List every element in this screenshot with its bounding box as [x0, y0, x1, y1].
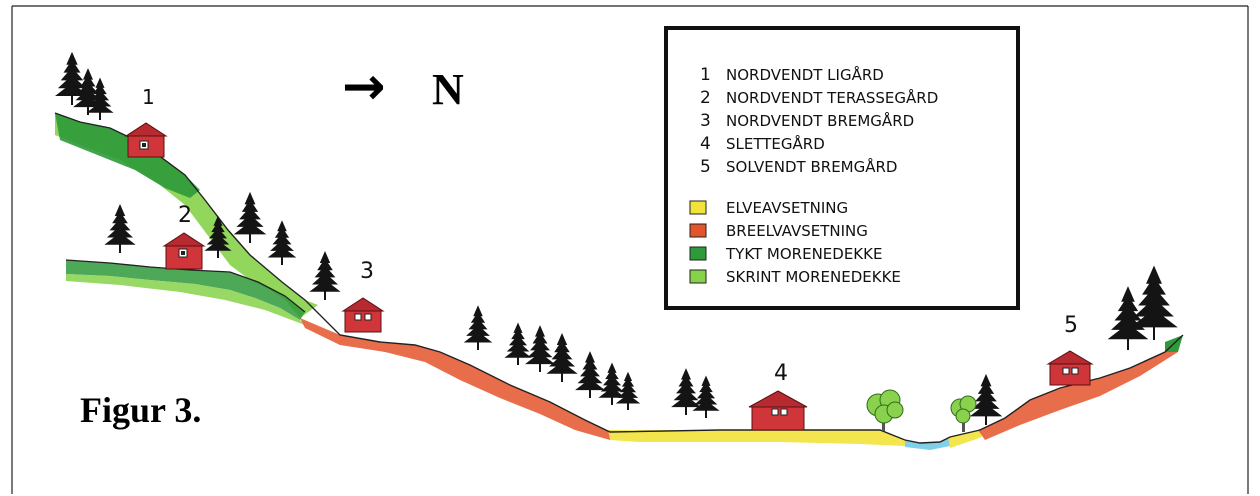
legend-farm-label-2: NORDVENDT TERASSEGÅRD: [726, 88, 938, 107]
house-1-icon: [126, 123, 166, 157]
conifer-tree-icon: [464, 305, 493, 350]
conifer-tree-icon: [692, 375, 719, 418]
legend-deposit-label-2: BREELVAVSETNING: [726, 222, 868, 240]
legend-farm-num-5: 5: [700, 157, 711, 177]
legend-farm-label-3: NORDVENDT BREMGÅRD: [726, 111, 914, 130]
river: [905, 437, 950, 450]
conifer-tree-icon: [598, 362, 625, 405]
conifer-tree-icon: [234, 192, 267, 243]
conifer-tree-icon: [575, 351, 605, 398]
deciduous-bush-2: [951, 396, 976, 432]
legend-swatch-thick-moraine: [690, 247, 706, 260]
site-number-5: 5: [1064, 313, 1078, 338]
river-deposit-floor: [608, 430, 905, 446]
legend-swatch-river-deposit: [690, 201, 706, 214]
legend-farm-label-1: NORDVENDT LIGÅRD: [726, 65, 884, 84]
river-deposit-right: [948, 430, 982, 448]
house-5-icon: [1048, 351, 1092, 385]
north-label: N: [432, 65, 464, 114]
north-arrow-icon: →: [342, 57, 386, 117]
site-number-4: 4: [774, 361, 788, 386]
conifer-tree-icon: [268, 220, 297, 265]
legend-farm-num-2: 2: [700, 88, 711, 108]
legend-deposit-label-3: TYKT MORENEDEKKE: [725, 245, 882, 263]
legend-farm-num-1: 1: [700, 65, 711, 85]
site-number-3: 3: [360, 259, 374, 284]
conifer-tree-icon: [525, 325, 555, 372]
conifer-tree-icon: [546, 333, 577, 382]
legend: 1 NORDVENDT LIGÅRD 2 NORDVENDT TERASSEGÅ…: [666, 28, 1018, 308]
legend-farm-label-4: SLETTEGÅRD: [726, 134, 825, 153]
legend-farm-num-3: 3: [700, 111, 711, 131]
figure-caption: Figur 3.: [80, 390, 201, 430]
house-4-icon: [749, 391, 807, 430]
house-3-icon: [343, 298, 383, 332]
legend-deposit-label-4: SKRINT MORENEDEKKE: [726, 268, 901, 286]
glaciofluvial-right: [978, 340, 1178, 440]
legend-deposit-label-1: ELVEAVSETNING: [726, 199, 848, 217]
conifer-tree-icon: [504, 322, 531, 365]
legend-swatch-glaciofluvial: [690, 224, 706, 237]
legend-swatch-thin-moraine: [690, 270, 706, 283]
deciduous-bush-1: [867, 390, 903, 431]
legend-farm-label-5: SOLVENDT BREMGÅRD: [726, 157, 897, 176]
site-number-2: 2: [178, 203, 192, 228]
conifer-tree-icon: [1108, 286, 1149, 350]
site-number-1: 1: [142, 85, 155, 109]
house-2-icon: [164, 233, 204, 269]
conifer-tree-icon: [104, 204, 135, 253]
conifer-tree-icon: [309, 251, 340, 300]
legend-farm-num-4: 4: [700, 134, 711, 154]
